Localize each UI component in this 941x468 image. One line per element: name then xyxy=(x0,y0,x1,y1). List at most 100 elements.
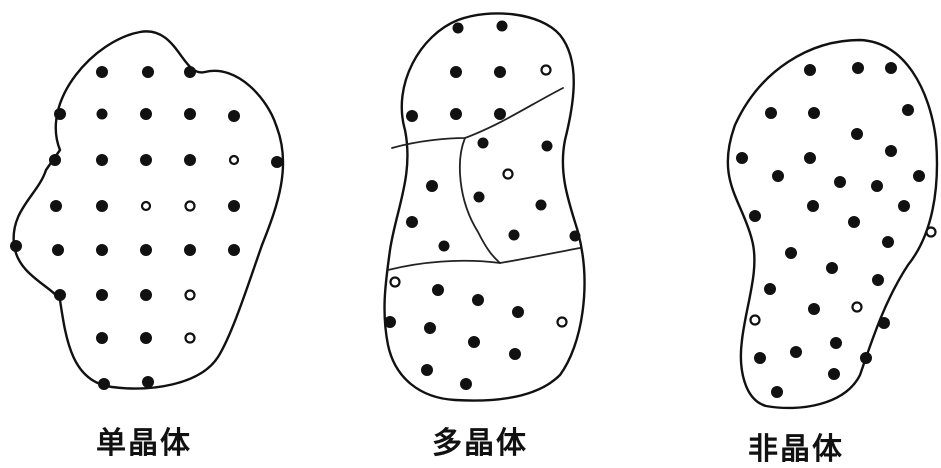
atom xyxy=(885,145,897,157)
atom xyxy=(785,247,797,259)
atom xyxy=(494,66,506,78)
atom xyxy=(453,23,464,34)
atom xyxy=(570,231,581,242)
single-crystal-lattice xyxy=(10,66,283,390)
atom xyxy=(474,192,485,203)
atom xyxy=(186,202,195,211)
atom xyxy=(50,200,62,212)
atom xyxy=(509,348,521,360)
atom xyxy=(542,141,553,152)
atom xyxy=(830,337,842,349)
atom xyxy=(872,274,884,286)
atom xyxy=(186,334,195,343)
polycrystal-illustration xyxy=(384,13,584,400)
atom xyxy=(826,262,838,274)
atom xyxy=(98,378,110,390)
atom xyxy=(808,107,820,119)
atom xyxy=(49,154,61,166)
atom xyxy=(391,278,400,287)
atom xyxy=(828,368,840,380)
atom xyxy=(54,289,66,301)
atom xyxy=(468,336,480,348)
atom xyxy=(749,210,761,222)
atom xyxy=(140,332,152,344)
atom xyxy=(765,107,777,119)
atom xyxy=(10,240,22,252)
atom xyxy=(96,200,108,212)
atom xyxy=(140,108,152,120)
atom xyxy=(424,322,436,334)
atom xyxy=(860,352,872,364)
atom xyxy=(230,156,238,164)
atom xyxy=(885,62,897,74)
single-crystal-label: 单晶体 xyxy=(64,418,224,462)
amorphous-label: 非晶体 xyxy=(716,424,876,468)
atom xyxy=(497,21,508,32)
grain-boundary xyxy=(388,248,580,270)
polycrystal-label: 多晶体 xyxy=(400,418,560,462)
atom xyxy=(542,66,551,75)
atom xyxy=(878,317,890,329)
atom xyxy=(804,64,816,76)
atom xyxy=(754,352,766,364)
atom xyxy=(771,386,783,398)
atom xyxy=(851,128,863,140)
atom xyxy=(228,244,240,256)
atom xyxy=(406,216,418,228)
atom xyxy=(439,241,450,252)
atom xyxy=(871,180,883,192)
atom xyxy=(902,104,914,116)
atom xyxy=(96,244,108,256)
atom xyxy=(804,152,816,164)
atom xyxy=(406,110,418,122)
atom xyxy=(54,108,66,120)
atom xyxy=(450,66,462,78)
atom xyxy=(96,154,108,166)
atom xyxy=(142,376,154,388)
atom xyxy=(834,176,846,188)
atom xyxy=(228,110,240,122)
polycrystal-atoms xyxy=(384,21,581,391)
atom xyxy=(736,152,748,164)
atom xyxy=(913,170,925,182)
atom xyxy=(184,154,196,166)
atom xyxy=(228,200,240,212)
atom xyxy=(184,244,196,256)
atom xyxy=(509,230,520,241)
atom xyxy=(426,180,438,192)
atom xyxy=(512,306,524,318)
atom xyxy=(751,316,760,325)
atom xyxy=(432,284,444,296)
atom xyxy=(808,303,820,315)
atom xyxy=(852,62,864,74)
atom xyxy=(140,244,152,256)
amorphous-atoms xyxy=(736,62,936,398)
atom xyxy=(184,108,196,120)
atom xyxy=(807,200,819,212)
atom xyxy=(186,291,195,300)
atom xyxy=(52,244,64,256)
atom xyxy=(882,236,894,248)
atom xyxy=(772,170,784,182)
atom xyxy=(558,318,567,327)
atom xyxy=(536,200,547,211)
atom xyxy=(140,289,152,301)
atom xyxy=(384,316,396,328)
atom xyxy=(927,228,936,237)
atom xyxy=(140,154,152,166)
atom xyxy=(142,202,150,210)
atom xyxy=(96,66,108,78)
amorphous-illustration xyxy=(728,40,937,408)
atom xyxy=(853,303,862,312)
polycrystal-outline xyxy=(384,13,584,400)
atom xyxy=(898,200,910,212)
atom xyxy=(472,294,484,306)
atom xyxy=(450,108,462,120)
atom xyxy=(478,138,489,149)
atom xyxy=(764,283,776,295)
atom xyxy=(848,216,860,228)
atom xyxy=(790,346,802,358)
atom xyxy=(271,156,283,168)
single-crystal-illustration xyxy=(10,31,283,390)
